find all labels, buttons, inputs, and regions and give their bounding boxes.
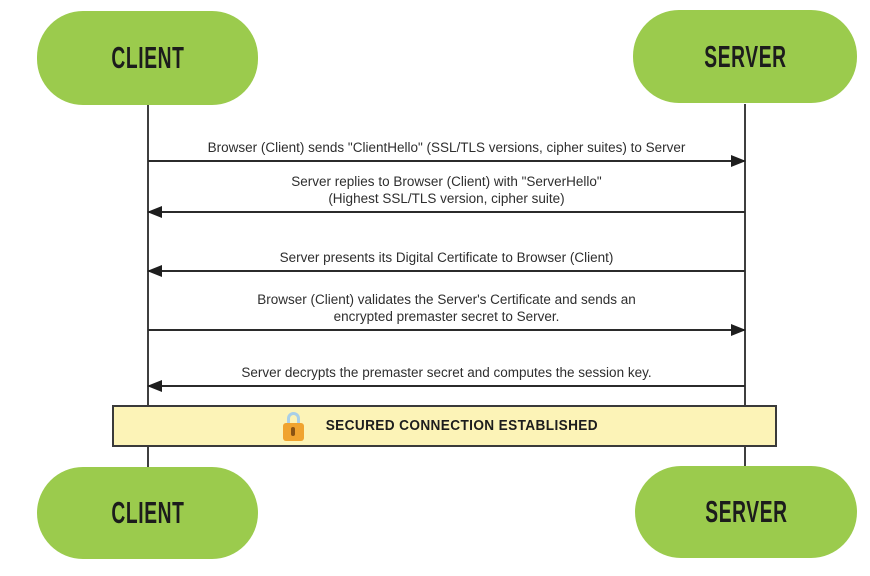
- actor-server-bottom-label: SERVER: [704, 494, 788, 529]
- arrow-left-icon: [147, 380, 162, 392]
- banner-label: SECURED CONNECTION ESTABLISHED: [325, 418, 598, 434]
- message-text: Server presents its Digital Certificate …: [279, 250, 614, 265]
- actor-server-top: SERVER: [633, 10, 857, 103]
- message-serverhello: Server replies to Browser (Client) with …: [147, 173, 745, 218]
- lock-icon: [282, 411, 304, 441]
- actor-server-bottom: SERVER: [635, 466, 857, 558]
- message-arrow-line: [147, 380, 745, 392]
- message-text: Server replies to Browser (Client) with …: [291, 174, 602, 206]
- arrow-right-icon: [731, 155, 746, 167]
- message-text: Browser (Client) sends "ClientHello" (SS…: [207, 140, 686, 155]
- message-arrow-line: [148, 324, 746, 336]
- actor-client-bottom-label: CLIENT: [110, 495, 185, 530]
- actor-client-top: CLIENT: [37, 11, 258, 105]
- message-text: Server decrypts the premaster secret and…: [241, 365, 652, 380]
- message-arrow-line: [147, 265, 745, 277]
- secured-connection-banner: SECURED CONNECTION ESTABLISHED: [112, 405, 777, 447]
- arrow-right-icon: [731, 324, 746, 336]
- message-premaster-secret: Browser (Client) validates the Server's …: [148, 291, 746, 336]
- arrow-left-icon: [147, 206, 162, 218]
- arrow-left-icon: [147, 265, 162, 277]
- message-certificate: Server presents its Digital Certificate …: [147, 249, 745, 277]
- message-arrow-line: [148, 155, 746, 167]
- message-session-key: Server decrypts the premaster secret and…: [147, 364, 745, 392]
- message-arrow-line: [147, 206, 745, 218]
- actor-server-top-label: SERVER: [703, 38, 787, 74]
- client-lifeline: [147, 104, 149, 467]
- actor-client-bottom: CLIENT: [37, 467, 258, 559]
- message-clienthello: Browser (Client) sends "ClientHello" (SS…: [148, 139, 746, 167]
- message-text: Browser (Client) validates the Server's …: [257, 292, 636, 324]
- actor-client-top-label: CLIENT: [110, 40, 185, 75]
- server-lifeline: [744, 104, 746, 467]
